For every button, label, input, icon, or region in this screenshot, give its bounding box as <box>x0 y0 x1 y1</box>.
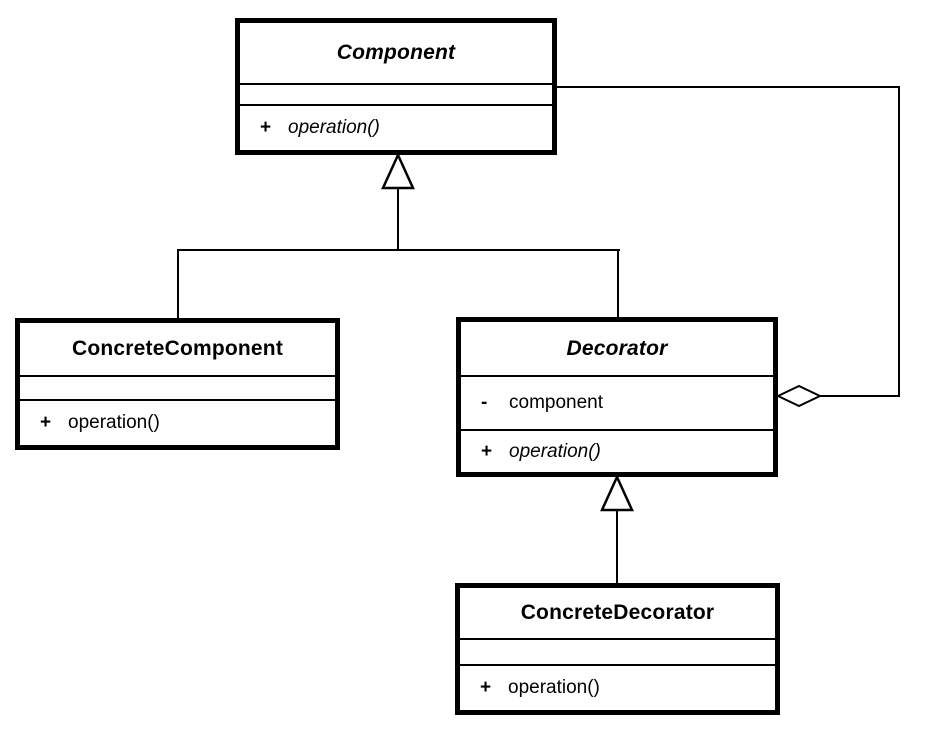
generalization-branch-concretecomponent <box>177 249 179 319</box>
attribute-visibility: - <box>481 392 488 413</box>
class-box-concrete-component: ConcreteComponent + operation() <box>15 318 340 450</box>
aggregation-segment-vertical <box>898 86 900 397</box>
aggregation-segment-horizontal-top <box>557 86 900 88</box>
class-box-component: Component + operation() <box>235 18 557 155</box>
method-signature: operation() <box>288 117 380 138</box>
methods-section-concrete-component: + operation() <box>20 399 335 445</box>
hollow-triangle-arrowhead-icon <box>600 473 634 512</box>
method-signature: operation() <box>509 440 601 462</box>
attributes-section-concrete-component <box>20 375 335 399</box>
method-signature: operation() <box>68 412 160 433</box>
attribute-name: component <box>509 392 604 413</box>
class-title-concrete-component: ConcreteComponent <box>71 337 284 360</box>
generalization-branch-decorator <box>617 249 619 318</box>
generalization-stem-component <box>397 188 399 251</box>
class-title-component: Component <box>336 41 456 64</box>
generalization-stem-decorator <box>616 510 618 584</box>
method-visibility: + <box>40 412 52 433</box>
attributes-section-decorator: - component <box>461 375 773 429</box>
method-visibility: + <box>481 440 493 462</box>
attributes-section-component <box>240 83 552 104</box>
method-visibility: + <box>260 117 272 138</box>
methods-section-component: + operation() <box>240 104 552 150</box>
class-title-decorator: Decorator <box>566 336 668 360</box>
methods-section-concrete-decorator: + operation() <box>460 664 775 710</box>
class-box-concrete-decorator: ConcreteDecorator + operation() <box>455 583 780 715</box>
method-visibility: + <box>480 677 492 698</box>
generalization-crossbar <box>177 249 620 251</box>
aggregation-segment-horizontal-bottom <box>818 395 900 397</box>
hollow-aggregation-diamond-icon <box>775 384 823 408</box>
class-box-decorator: Decorator - component + operation() <box>456 317 778 477</box>
class-title-concrete-decorator: ConcreteDecorator <box>520 601 715 624</box>
methods-section-decorator: + operation() <box>461 429 773 472</box>
method-signature: operation() <box>508 677 600 698</box>
attributes-section-concrete-decorator <box>460 638 775 664</box>
hollow-triangle-arrowhead-icon <box>381 151 415 190</box>
